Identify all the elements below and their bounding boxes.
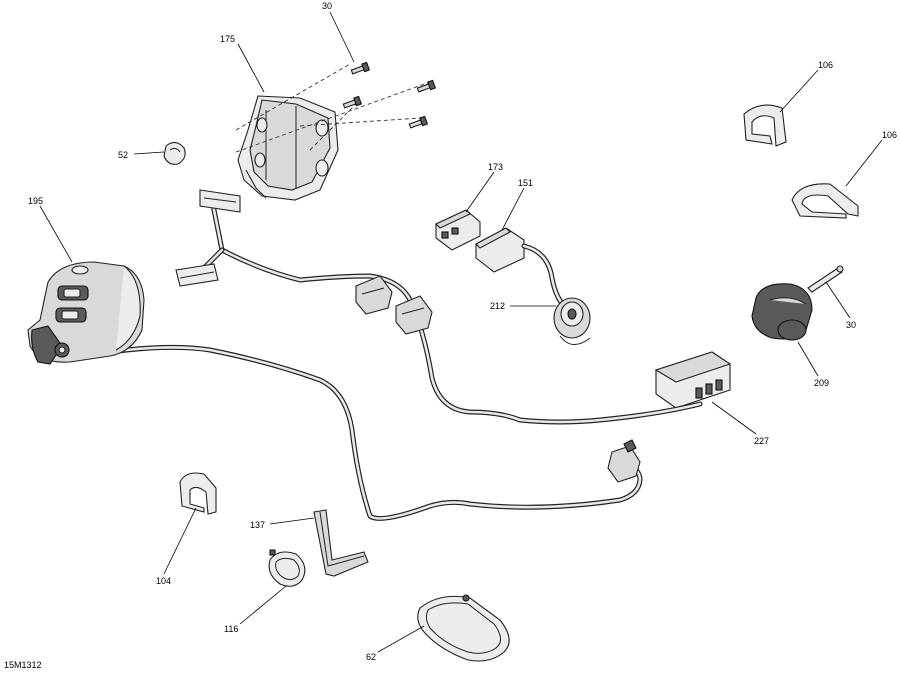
hose-part-137 [313, 509, 369, 577]
leader-lines [39, 11, 883, 653]
screws-part-30 [342, 61, 437, 129]
pin-part-30 [807, 265, 844, 293]
callout-30-top: 30 [322, 1, 332, 11]
switch-assembly-part-195 [27, 261, 145, 365]
drawing-id: 15M1312 [4, 660, 42, 670]
callout-62: 62 [366, 652, 376, 662]
grommet-part-212 [553, 297, 591, 345]
callout-227: 227 [754, 436, 769, 446]
callout-116: 116 [224, 624, 238, 634]
loop-bracket-part-106-lower [791, 183, 859, 219]
loop-bracket-part-106-upper [743, 104, 787, 147]
clip-part-52 [163, 141, 186, 165]
callout-106-upper: 106 [818, 60, 833, 70]
callout-106-lower: 106 [882, 130, 897, 140]
callout-52: 52 [118, 150, 128, 160]
connector-part-151 [475, 227, 571, 313]
callout-173: 173 [488, 162, 503, 172]
callout-195: 195 [28, 196, 43, 206]
module-part-227 [654, 351, 732, 409]
connector-part-173 [435, 209, 481, 251]
knob-part-209 [751, 283, 813, 341]
wiring-harness [107, 197, 703, 521]
housing-bracket-part-175 [235, 63, 431, 201]
harness-connectors [175, 189, 641, 483]
callout-175: 175 [220, 34, 235, 44]
callout-212: 212 [490, 301, 505, 311]
seal-ring-part-116 [268, 549, 306, 587]
callout-30-right: 30 [846, 320, 856, 330]
callout-209: 209 [814, 378, 829, 388]
callout-151: 151 [518, 178, 533, 188]
gasket-part-62 [417, 594, 510, 662]
bracket-part-104 [179, 472, 217, 515]
callout-labels: 30 175 52 106 106 173 151 195 212 30 209… [28, 1, 897, 662]
callout-104: 104 [156, 576, 171, 586]
callout-137: 137 [250, 520, 265, 530]
